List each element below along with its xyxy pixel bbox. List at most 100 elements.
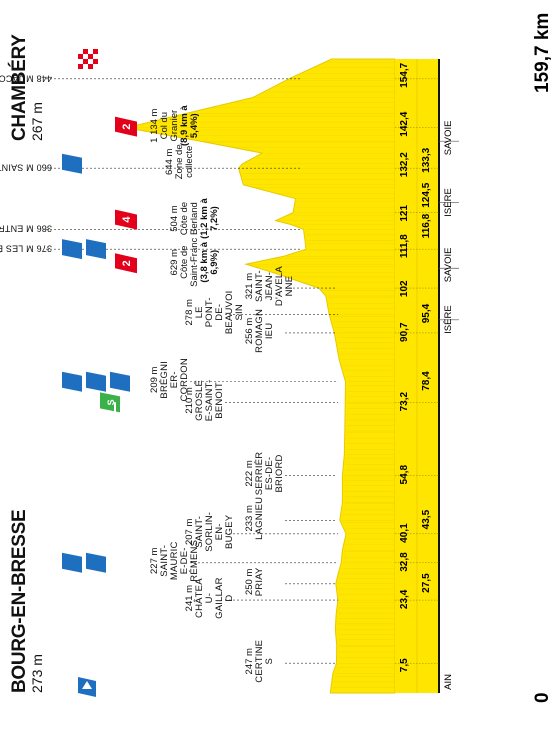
climb-category-badge xyxy=(115,116,137,137)
bonus-badge-stripe xyxy=(66,259,68,270)
bonus-badge-icon xyxy=(86,371,106,392)
climb-category-badge xyxy=(115,253,137,274)
finish-checker-icon xyxy=(93,49,98,54)
km-marker: 78,4 xyxy=(421,371,432,391)
region-label: ISÈRE xyxy=(443,305,454,334)
place-name: BRÉGNIER-CORDON xyxy=(158,358,190,402)
climb-category-number: 2 xyxy=(121,124,133,130)
bonus-badge-stripe xyxy=(66,391,68,403)
km-marker: 23,4 xyxy=(399,589,410,610)
km-marker: 7,5 xyxy=(399,658,410,673)
climb-category-badge xyxy=(115,209,137,230)
finish-checker-icon xyxy=(93,54,98,59)
place-name: ROMAGNIEU xyxy=(253,308,275,353)
finish-checker-icon xyxy=(88,49,93,54)
profile-area xyxy=(126,58,396,694)
finish-checker-icon xyxy=(88,64,93,69)
place-name: SERRIÈRES-DE-BRIORD xyxy=(253,451,285,496)
climb-detail: (1,2 km à 7,2%) xyxy=(198,198,220,239)
climb-name: Côte de Berland xyxy=(178,201,200,236)
start-arrow-icon xyxy=(82,681,92,689)
distance-zero: 0 xyxy=(532,692,553,703)
place-name: SAINT-JEAN-D'AVELANNE xyxy=(253,266,295,307)
finish-checker-icon xyxy=(83,49,88,54)
bonus-badge-stripe xyxy=(90,396,92,408)
finish-checker-icon xyxy=(78,49,83,54)
bonus-badge-icon xyxy=(62,552,82,573)
start-city: BOURG-EN-BRESSE 273 m xyxy=(9,509,45,693)
climb-category-number: 2 xyxy=(121,260,133,266)
km-marker: 73,2 xyxy=(399,391,410,412)
km-marker: 154,7 xyxy=(399,62,410,88)
km-marker: 116,8 xyxy=(421,213,432,239)
finish-checker-icon xyxy=(78,54,83,59)
start-city-name: BOURG-EN-BRESSE xyxy=(9,509,30,693)
bonus-badge-stripe xyxy=(66,572,68,584)
bonus-badge-stripe xyxy=(90,264,92,275)
finish-checker-icon xyxy=(83,64,88,69)
place-name: GROSLÉE-SAINT-BENOIT xyxy=(193,379,225,422)
place-name: CERTINES xyxy=(253,639,275,683)
finish-city-name: CHAMBÉRY xyxy=(9,34,30,141)
km-marker: 32,8 xyxy=(399,552,410,572)
finish-city-altitude: 267 m xyxy=(28,102,45,141)
km-marker: 102 xyxy=(399,280,410,298)
zone-text: Zone de collecte xyxy=(173,144,195,180)
km-marker: 27,5 xyxy=(421,573,432,593)
region-label: AIN xyxy=(443,673,454,690)
finish-city: CHAMBÉRY 267 m xyxy=(9,34,45,141)
bonus-badge-icon xyxy=(62,239,82,260)
bonus-badge-icon xyxy=(86,239,106,260)
sprint-badge-mark: S xyxy=(106,399,116,405)
km-marker: 40,1 xyxy=(399,523,410,543)
bonus-badge-stripe xyxy=(90,577,92,589)
place-name: SAINT-SORLIN-EN-BUGEY xyxy=(193,511,235,552)
region-label: SAVOIE xyxy=(443,247,454,283)
km-marker: 132,2 xyxy=(399,152,410,178)
km-marker: 90,7 xyxy=(399,322,410,342)
inverted-label-entredeux: 386 m ENTRE-DEUX-GUIERS xyxy=(0,223,52,234)
finish-checker-icon xyxy=(78,64,83,69)
km-marker: 95,4 xyxy=(421,303,432,324)
finish-checker-icon xyxy=(88,59,93,64)
bonus-badge-icon xyxy=(110,371,130,392)
finish-checker-icon xyxy=(78,59,83,64)
finish-checker-icon xyxy=(93,64,98,69)
region-label: SAVOIE xyxy=(443,120,454,156)
km-marker: 54,8 xyxy=(399,464,410,485)
bonus-badge-stripe xyxy=(114,401,116,413)
place-name: LE PONT-DE-BEAUVOISIN xyxy=(193,290,245,335)
finish-checker-icon xyxy=(88,54,93,59)
km-marker: 133,3 xyxy=(421,147,432,173)
inverted-label-jacob: 448 m JACOB-BELLECOMBETTE xyxy=(0,73,52,84)
finish-checker-icon xyxy=(83,54,88,59)
place-name: CHÂTEAU-GAILLARD xyxy=(193,577,235,619)
finish-checker-icon xyxy=(93,59,98,64)
km-marker: 121 xyxy=(399,204,410,222)
place-name: LAGNIEU xyxy=(253,496,265,540)
bonus-badge-icon xyxy=(86,552,106,573)
place-name: PRIAY xyxy=(253,567,265,597)
start-city-altitude: 273 m xyxy=(28,654,45,693)
climb-category-number: 4 xyxy=(121,216,133,223)
bonus-badge-stripe xyxy=(66,173,68,185)
inverted-label-echelles: 376 m LES ÉCHELLES xyxy=(0,243,52,254)
km-marker: 43,5 xyxy=(421,509,432,530)
inverted-label-spierre: 660 m SAINT-PIERRE-D'ENTREMONT xyxy=(0,162,52,173)
km-marker: 124,5 xyxy=(421,182,432,208)
